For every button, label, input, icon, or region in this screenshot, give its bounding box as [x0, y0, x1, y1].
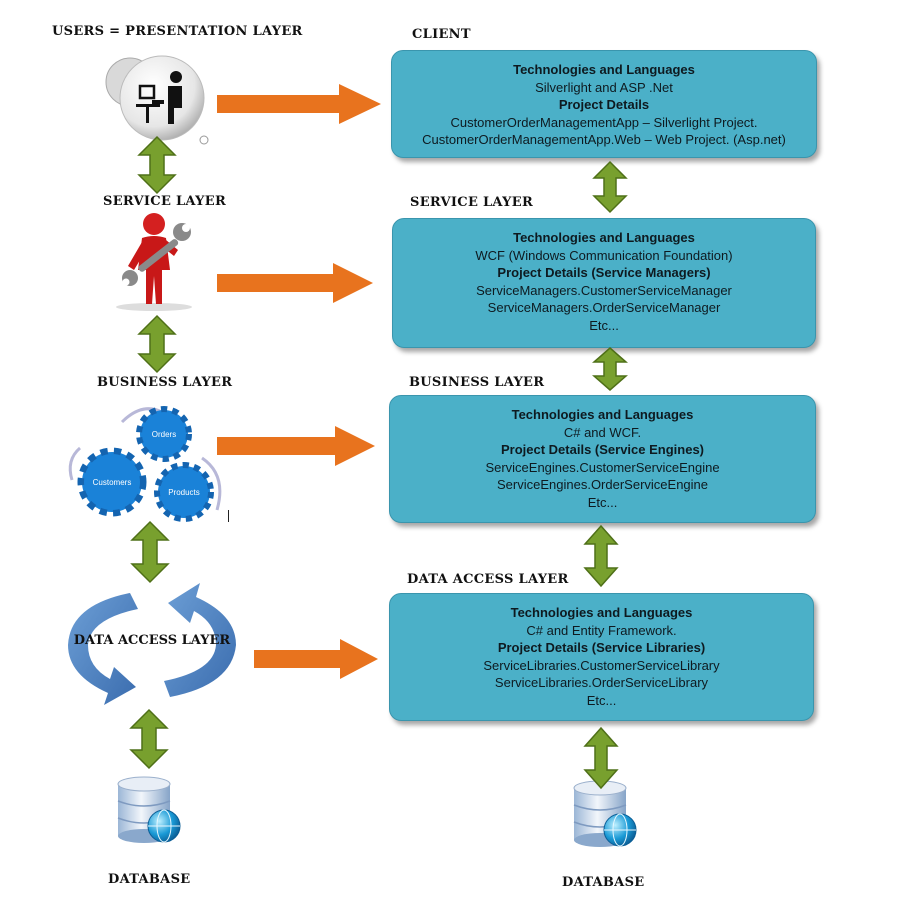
- text-cursor: [228, 510, 229, 522]
- right-business-layer-label: BUSINESS LAYER: [409, 375, 545, 390]
- orders-gear: [136, 406, 192, 462]
- products-gear: [154, 462, 214, 522]
- box-text-line: ServiceEngines.CustomerServiceEngine: [485, 459, 720, 475]
- box-text-line: C# and WCF.: [563, 424, 642, 440]
- right-database-label: DATABASE: [562, 875, 645, 890]
- left-business-layer-label: BUSINESS LAYER: [97, 375, 233, 390]
- green-arrow-left-2: [137, 314, 177, 374]
- box-text-line: Etc...: [587, 494, 618, 510]
- orange-arrow-data-access: [254, 639, 378, 679]
- client-label: CLIENT: [412, 27, 471, 42]
- cycle-arrows-icon: DATA ACCESS LAYER: [68, 583, 236, 705]
- orange-arrow-service: [217, 263, 373, 303]
- customers-gear: [77, 447, 147, 517]
- box-text-line: ServiceManagers.OrderServiceManager: [487, 300, 721, 315]
- box-text-line: WCF (Windows Communication Foundation): [475, 247, 733, 263]
- box-text-line: ServiceManagers.CustomerServiceManager: [476, 282, 732, 298]
- left-service-layer-label: SERVICE LAYER: [103, 194, 227, 209]
- box-heading: Project Details (Service Managers): [497, 265, 711, 280]
- box-heading: Technologies and Languages: [511, 407, 694, 422]
- green-arrow-right-1: [592, 160, 628, 214]
- right-service-layer-label: SERVICE LAYER: [410, 195, 534, 210]
- customers-gear-label: Customers: [93, 478, 132, 487]
- box-text-line: CustomerOrderManagementApp.Web – Web Pro…: [422, 132, 786, 147]
- presentation-layer-label: USERS = PRESENTATION LAYER: [52, 24, 303, 39]
- box-text-line: Etc...: [589, 317, 619, 333]
- green-arrow-left-4: [129, 708, 169, 770]
- right-database-icon: [573, 780, 637, 847]
- box-text-line: Etc...: [586, 692, 617, 708]
- wrench-man-icon: [116, 213, 192, 311]
- left-database-icon: [117, 776, 181, 843]
- box-heading: Technologies and Languages: [513, 230, 695, 245]
- box-text-line: C# and Entity Framework.: [526, 622, 677, 638]
- box-text-line: ServiceLibraries.OrderServiceLibrary: [494, 675, 709, 690]
- green-arrow-left-1: [137, 135, 177, 195]
- data-access-layer-box: Technologies and Languages C# and Entity …: [389, 593, 814, 721]
- orders-gear-label: Orders: [152, 430, 176, 439]
- business-layer-box: Technologies and Languages C# and WCF. Pro…: [389, 395, 816, 523]
- box-heading: Technologies and Languages: [513, 62, 695, 77]
- left-data-access-layer-label: DATA ACCESS LAYER: [74, 633, 231, 648]
- box-text-line: ServiceLibraries.CustomerServiceLibrary: [483, 657, 720, 673]
- green-arrow-left-3: [130, 520, 170, 584]
- box-heading: Technologies and Languages: [510, 605, 693, 620]
- orange-arrow-presentation: [217, 84, 381, 124]
- box-text-line: ServiceEngines.OrderServiceEngine: [497, 477, 708, 492]
- orange-arrow-business: [217, 426, 375, 466]
- box-text-line: Silverlight and ASP .Net: [535, 79, 673, 95]
- box-heading: Project Details (Service Engines): [500, 442, 705, 457]
- green-arrow-right-3: [583, 524, 619, 588]
- left-database-label: DATABASE: [108, 872, 191, 887]
- gears-icon: Orders Customers Products: [68, 406, 222, 522]
- box-text-line: CustomerOrderManagementApp – Silverlight…: [450, 114, 758, 130]
- products-gear-label: Products: [168, 488, 200, 497]
- user-computer-icon: [105, 55, 209, 145]
- box-heading: Project Details: [558, 97, 650, 112]
- right-data-access-layer-label: DATA ACCESS LAYER: [407, 572, 569, 587]
- green-arrow-right-4: [583, 726, 619, 790]
- box-heading: Project Details (Service Libraries): [497, 640, 706, 655]
- green-arrow-right-2: [592, 347, 628, 391]
